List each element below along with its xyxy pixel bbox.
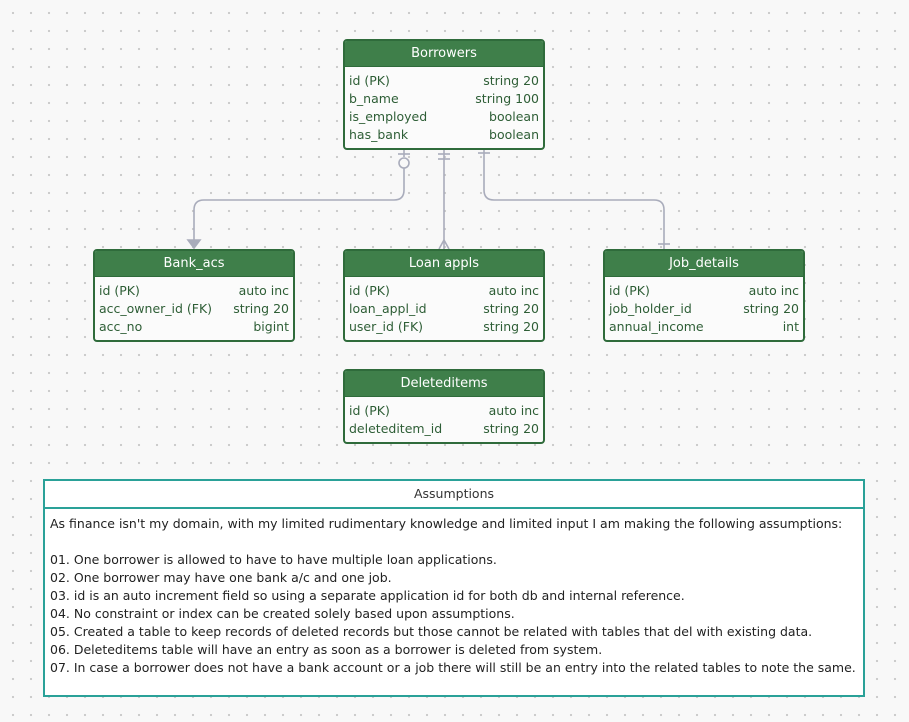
field-name: job_holder_id	[609, 301, 692, 316]
field-type: bigint	[253, 319, 289, 334]
field-row: loan_appl_id string 20	[349, 300, 539, 318]
field-name: deleteditem_id	[349, 421, 443, 436]
field-type: string 20	[483, 73, 539, 88]
field-name: b_name	[349, 91, 399, 106]
entity-title: Borrowers	[345, 41, 543, 67]
connector-borrowers-loan-appls	[438, 150, 450, 250]
field-row: acc_owner_id (FK) string 20	[99, 300, 289, 318]
entity-borrowers[interactable]: Borrowers id (PK) string 20 b_name strin…	[343, 39, 545, 150]
field-type: string 20	[483, 421, 539, 436]
field-type: auto inc	[238, 283, 289, 298]
entity-loan-appls[interactable]: Loan appls id (PK) auto inc loan_appl_id…	[343, 249, 545, 342]
assumption-item: 04. No constraint or index can be create…	[50, 606, 515, 621]
field-type: auto inc	[488, 403, 539, 418]
assumptions-title: Assumptions	[45, 481, 863, 509]
field-row: acc_no bigint	[99, 318, 289, 336]
assumption-item: 03. id is an auto increment field so usi…	[50, 588, 685, 603]
assumption-item: 06. Deleteditems table will have an entr…	[50, 642, 603, 657]
field-row: id (PK) auto inc	[99, 282, 289, 300]
connector-borrowers-bank-acs	[186, 150, 410, 250]
field-row: b_name string 100	[349, 90, 539, 108]
field-type: boolean	[489, 127, 539, 142]
field-name: id (PK)	[349, 73, 390, 88]
field-name: id (PK)	[99, 283, 140, 298]
connector-borrowers-job-details	[478, 150, 670, 249]
assumptions-note[interactable]: Assumptions As finance isn't my domain, …	[43, 479, 865, 697]
entity-title: Deleteditems	[345, 371, 543, 397]
assumption-item: 02. One borrower may have one bank a/c a…	[50, 570, 392, 585]
entity-title: Bank_acs	[95, 251, 293, 277]
field-name: id (PK)	[609, 283, 650, 298]
assumption-item: 07. In case a borrower does not have a b…	[50, 660, 856, 675]
field-row: id (PK) auto inc	[349, 402, 539, 420]
field-name: is_employed	[349, 109, 428, 124]
field-name: has_bank	[349, 127, 409, 142]
field-type: string 20	[233, 301, 289, 316]
field-name: acc_no	[99, 319, 143, 334]
field-type: string 20	[483, 301, 539, 316]
field-type: auto inc	[488, 283, 539, 298]
field-name: loan_appl_id	[349, 301, 427, 316]
assumption-item: 01. One borrower is allowed to have to h…	[50, 552, 497, 567]
field-row: user_id (FK) string 20	[349, 318, 539, 336]
assumptions-body: As finance isn't my domain, with my limi…	[45, 509, 863, 677]
field-type: string 100	[475, 91, 539, 106]
assumptions-intro: As finance isn't my domain, with my limi…	[50, 516, 843, 531]
field-type: int	[782, 319, 799, 334]
field-row: annual_income int	[609, 318, 799, 336]
assumption-item: 05. Created a table to keep records of d…	[50, 624, 813, 639]
field-type: string 20	[483, 319, 539, 334]
entity-bank-acs[interactable]: Bank_acs id (PK) auto inc acc_owner_id (…	[93, 249, 295, 342]
entity-job-details[interactable]: Job_details id (PK) auto inc job_holder_…	[603, 249, 805, 342]
field-type: boolean	[489, 109, 539, 124]
entity-deleteditems[interactable]: Deleteditems id (PK) auto inc deletedite…	[343, 369, 545, 444]
field-row: id (PK) auto inc	[349, 282, 539, 300]
field-name: acc_owner_id (FK)	[99, 301, 213, 316]
field-row: deleteditem_id string 20	[349, 420, 539, 438]
field-type: auto inc	[748, 283, 799, 298]
field-row: is_employed boolean	[349, 108, 539, 126]
field-name: annual_income	[609, 319, 704, 334]
field-name: id (PK)	[349, 283, 390, 298]
field-row: job_holder_id string 20	[609, 300, 799, 318]
entity-title: Job_details	[605, 251, 803, 277]
field-row: has_bank boolean	[349, 126, 539, 144]
field-row: id (PK) string 20	[349, 72, 539, 90]
field-type: string 20	[743, 301, 799, 316]
field-row: id (PK) auto inc	[609, 282, 799, 300]
field-name: id (PK)	[349, 403, 390, 418]
entity-title: Loan appls	[345, 251, 543, 277]
blank-line	[50, 533, 858, 551]
field-name: user_id (FK)	[349, 319, 424, 334]
